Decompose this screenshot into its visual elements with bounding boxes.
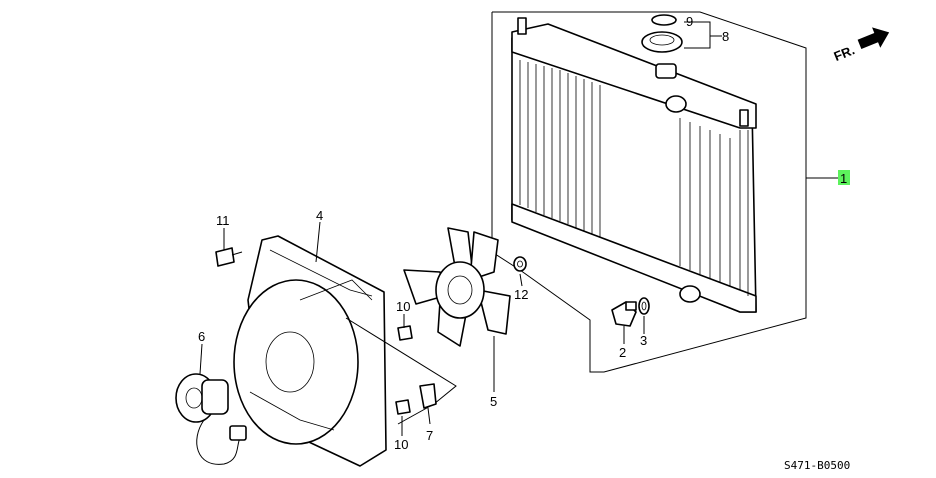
- leader-lines: [199, 21, 840, 436]
- radiator-cap[interactable]: [641, 31, 683, 53]
- filler-neck: [655, 63, 677, 79]
- callout-11[interactable]: 11: [216, 213, 230, 228]
- bolt-10-upper[interactable]: [397, 325, 413, 341]
- callout-2[interactable]: 2: [619, 345, 626, 360]
- diagram-code: S471-B0500: [784, 459, 850, 472]
- callout-8[interactable]: 8: [722, 29, 729, 44]
- upper-hose-outlet: [665, 95, 687, 113]
- front-direction-indicator: FR.: [832, 27, 890, 64]
- callout-4[interactable]: 4: [316, 208, 323, 223]
- callout-10-upper[interactable]: 10: [396, 299, 410, 314]
- bracket-top-right: [739, 109, 749, 127]
- drain-plug[interactable]: [611, 301, 637, 327]
- drain-o-ring[interactable]: [638, 297, 650, 315]
- radiator-assembly[interactable]: [491, 11, 807, 373]
- assembly-outline: [491, 11, 807, 373]
- nut-12[interactable]: [513, 256, 527, 272]
- clip-7[interactable]: [419, 383, 437, 409]
- bolt-11[interactable]: [215, 247, 243, 267]
- callout-7[interactable]: 7: [426, 428, 433, 443]
- callout-6[interactable]: 6: [198, 329, 205, 344]
- lower-hose-outlet: [679, 285, 701, 303]
- cooling-fan[interactable]: [403, 227, 511, 347]
- callout-9[interactable]: 9: [686, 14, 693, 29]
- front-label: FR.: [832, 42, 857, 64]
- shroud-mount-guide: [345, 317, 457, 425]
- bracket-top-left: [517, 17, 527, 35]
- shroud-ring: [233, 279, 359, 445]
- callout-5[interactable]: 5: [490, 394, 497, 409]
- motor-connector: [229, 425, 247, 441]
- fan-shroud[interactable]: [233, 235, 387, 467]
- callout-1-highlight: [838, 170, 850, 185]
- cap-seal[interactable]: [651, 14, 677, 26]
- fan-hub: [435, 261, 485, 319]
- front-arrow-icon: [857, 27, 890, 49]
- callout-12[interactable]: 12: [514, 287, 528, 302]
- callout-3[interactable]: 3: [640, 333, 647, 348]
- radiator-upper-tank: [511, 23, 757, 129]
- callout-10-lower[interactable]: 10: [394, 437, 408, 452]
- fan-motor[interactable]: [175, 373, 247, 465]
- callout-1[interactable]: 1: [840, 171, 847, 186]
- radiator-core-fins: [519, 60, 749, 296]
- bolt-10-lower[interactable]: [395, 399, 411, 415]
